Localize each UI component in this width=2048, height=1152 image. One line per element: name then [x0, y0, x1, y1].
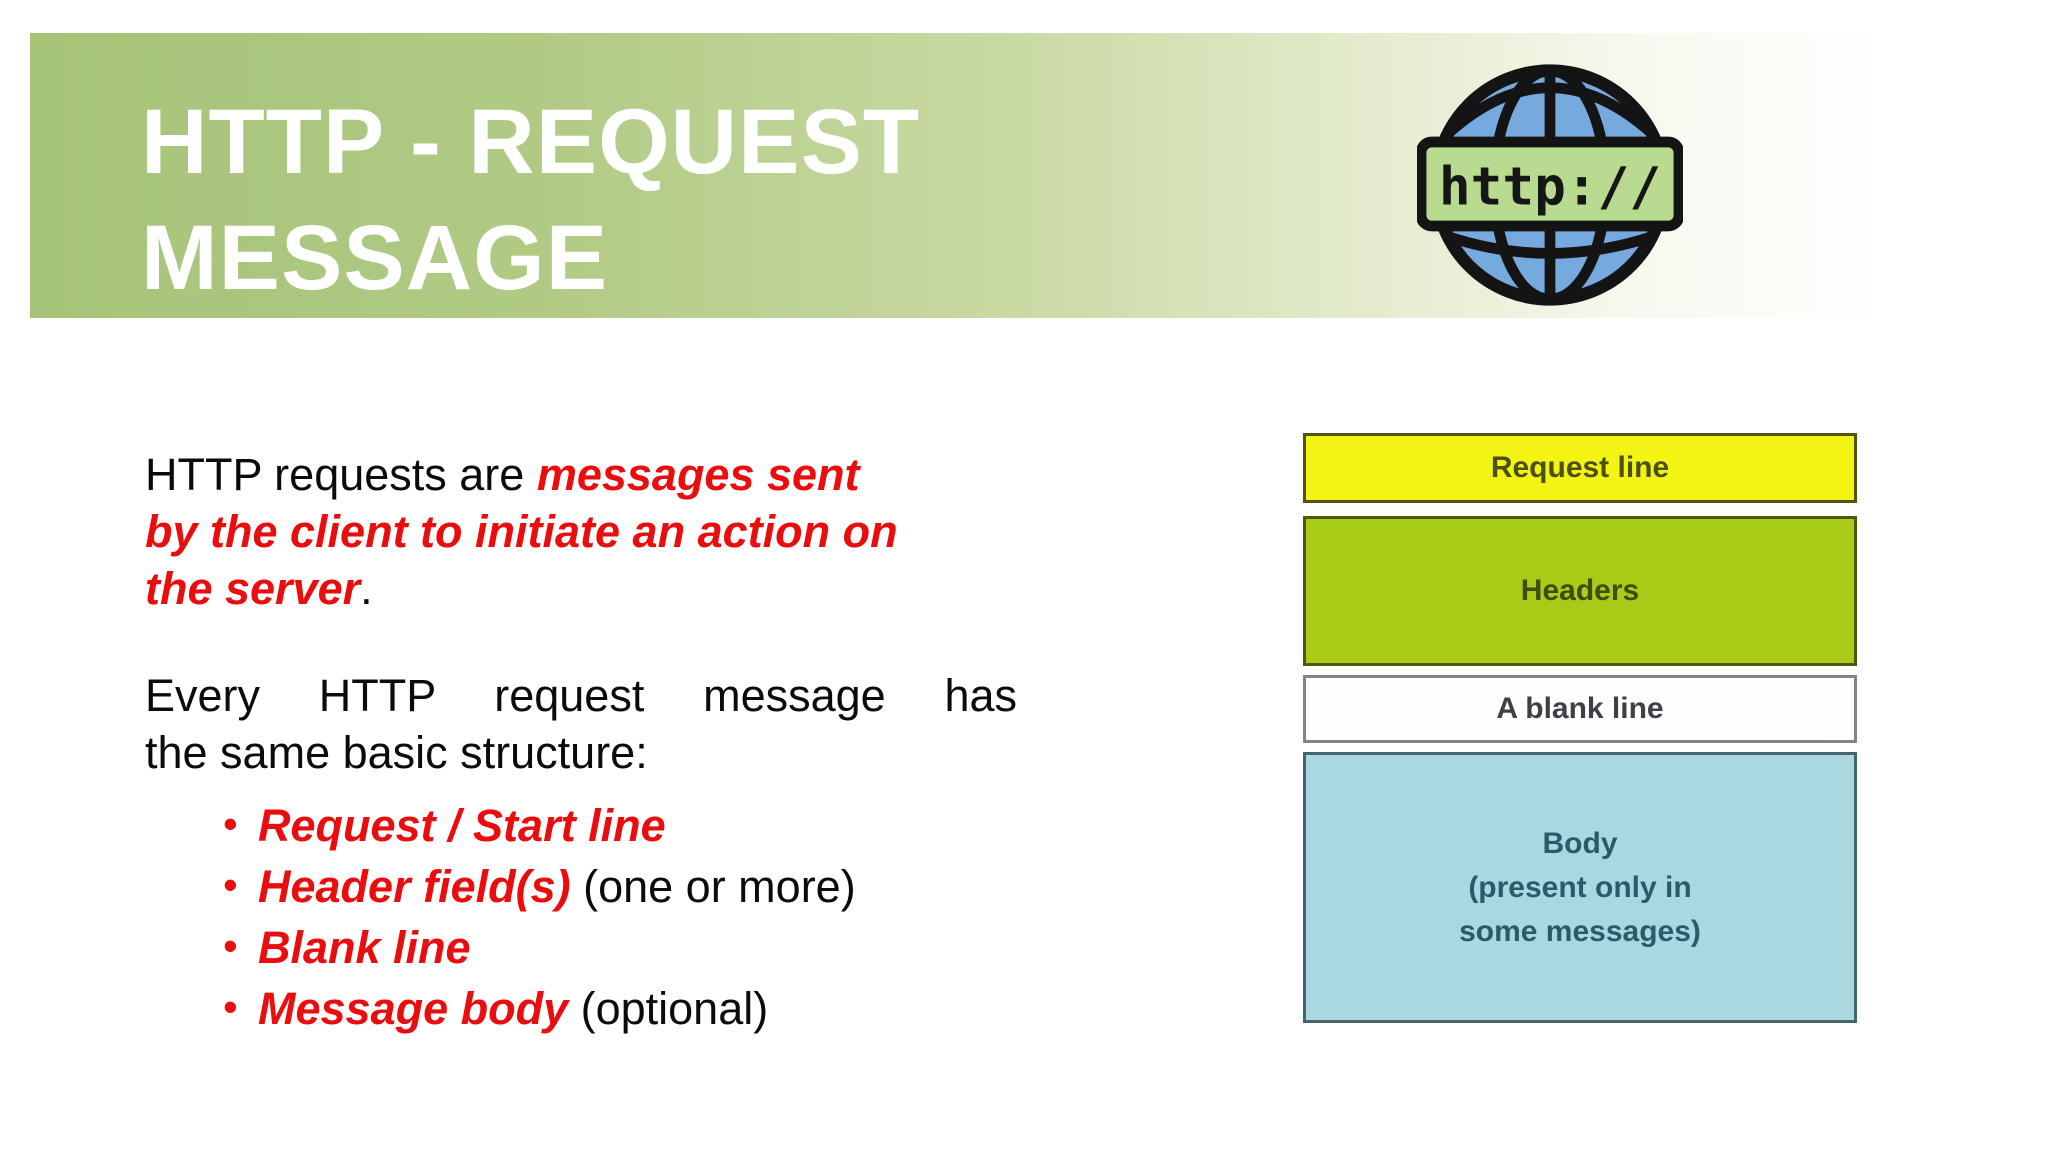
page-title-line-1: HTTP - REQUEST	[141, 91, 921, 193]
intro-text-plain: HTTP requests are	[145, 449, 537, 500]
list-item: • Blank line	[145, 917, 1085, 978]
bullet-emphasis: Request / Start line	[258, 800, 666, 851]
page-title-line-2: MESSAGE	[141, 207, 609, 309]
intro-line: by the client to initiate an action on	[145, 503, 1065, 560]
page-title: HTTP - REQUEST MESSAGE	[141, 84, 920, 316]
http-globe-icon: http://	[1417, 64, 1683, 306]
intro-line: the server.	[145, 560, 1065, 617]
request-message-diagram: Request line Headers A blank line Body (…	[1303, 433, 1857, 1023]
intro-text-emphasis: messages sent	[536, 449, 860, 500]
list-item: • Request / Start line	[145, 795, 1085, 856]
bullet-rest: (one or more)	[570, 861, 856, 912]
structure-bullet-list: • Request / Start line • Header field(s) (…	[145, 795, 1085, 1039]
diagram-box-label: A blank line	[1496, 692, 1664, 725]
intro-line: HTTP requests are messages sent	[145, 446, 1065, 503]
diagram-box-label: Headers	[1520, 574, 1640, 607]
bullet-emphasis: Header field(s)	[258, 861, 571, 912]
bullet-emphasis: Message body	[258, 983, 569, 1034]
http-globe-label: http://	[1439, 157, 1661, 218]
list-item: • Header field(s) (one or more)	[145, 856, 1085, 917]
bullet-icon: •	[223, 800, 238, 847]
diagram-box-label-line: Body	[1542, 826, 1618, 860]
structure-line: the same basic structure:	[145, 727, 648, 778]
bullet-icon: •	[223, 922, 238, 969]
bullet-rest: (optional)	[568, 983, 769, 1034]
header-banner	[30, 33, 2048, 318]
intro-text-emphasis: the server	[145, 563, 361, 614]
bullet-emphasis: Blank line	[258, 922, 471, 973]
intro-paragraph: HTTP requests are messages sent by the c…	[145, 446, 1065, 617]
bullet-icon: •	[223, 861, 238, 908]
bullet-icon: •	[223, 983, 238, 1030]
diagram-box-label-line: (present only in	[1468, 870, 1692, 904]
intro-text-plain: .	[360, 563, 373, 614]
structure-paragraph: Every HTTP request message has the same …	[145, 667, 1017, 781]
diagram-box-body: Body (present only in some messages)	[1303, 752, 1857, 1023]
diagram-box-label-line: some messages)	[1459, 914, 1701, 948]
diagram-box-label: Request line	[1490, 451, 1670, 484]
list-item: • Message body (optional)	[145, 978, 1085, 1039]
diagram-box-blank-line: A blank line	[1303, 675, 1857, 743]
diagram-box-request-line: Request line	[1303, 433, 1857, 503]
intro-text-emphasis: by the client to initiate an action on	[145, 506, 898, 557]
diagram-box-headers: Headers	[1303, 516, 1857, 666]
structure-line: Every HTTP request message has	[145, 670, 1017, 721]
